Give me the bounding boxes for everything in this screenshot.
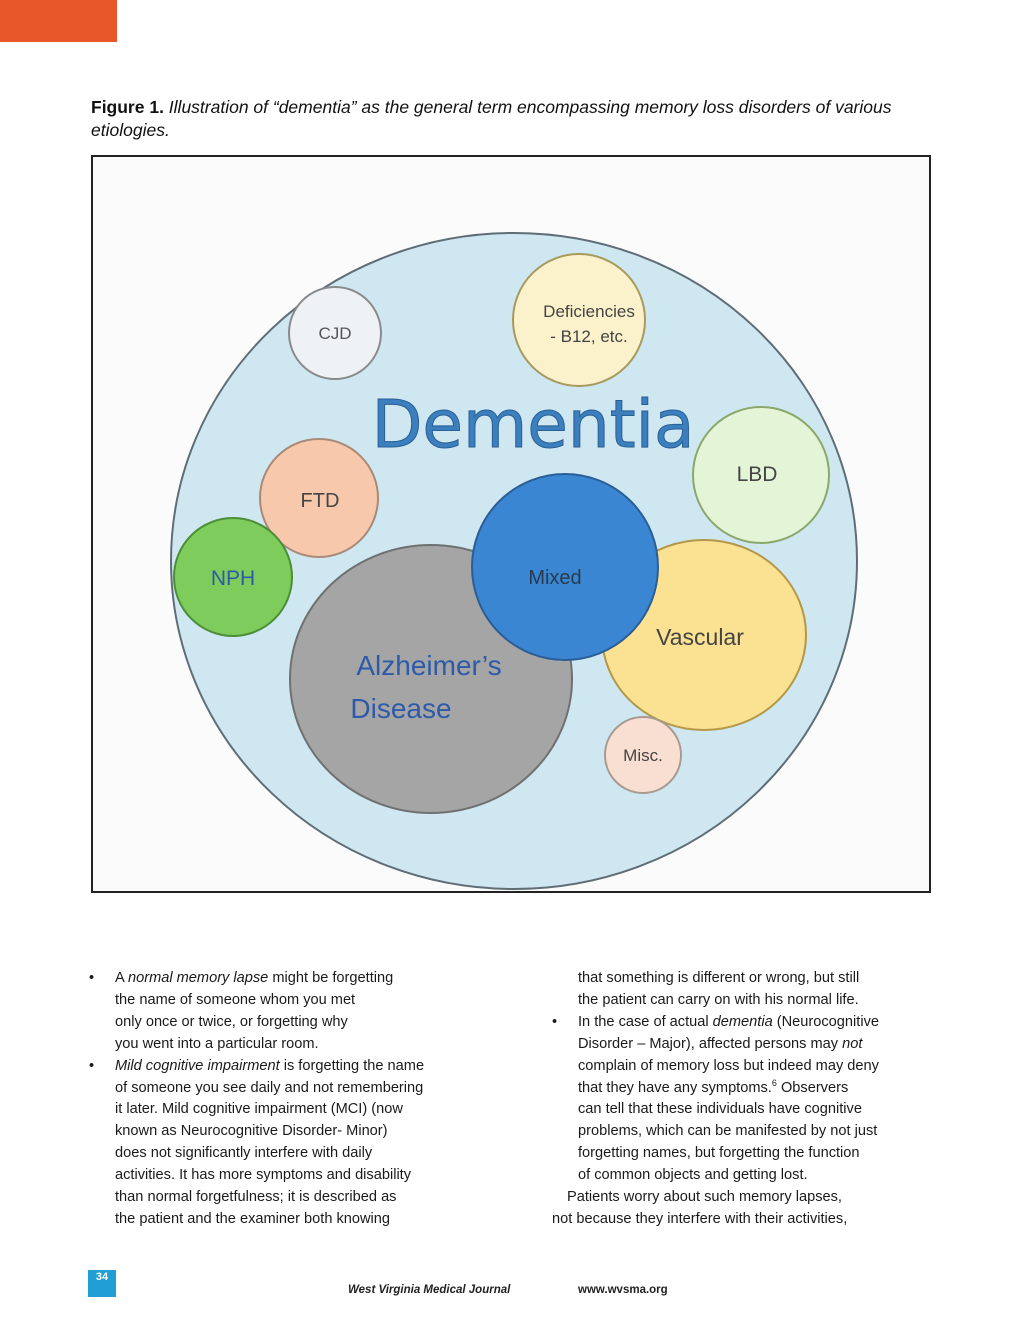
text: A (115, 970, 128, 986)
text-line: that something is different or wrong, bu… (578, 970, 860, 986)
label-lbd: LBD (737, 463, 778, 486)
text: might be forgetting (268, 970, 394, 986)
circle-ftd (259, 438, 379, 558)
bullet-normal-memory-lapse: • A normal memory lapse might be forgett… (88, 968, 488, 1056)
circle-mixed (471, 473, 659, 661)
bullet-dot: • (89, 970, 95, 986)
circle-deficiencies (512, 253, 646, 387)
text-line: of someone you see daily and not remembe… (115, 1079, 424, 1096)
label-deficiencies-2: - B12, etc. (550, 327, 627, 346)
label-vascular: Vascular (656, 624, 744, 650)
text-line: it later. Mild cognitive impairment (MCI… (115, 1101, 403, 1118)
text: In the case of actual (578, 1013, 713, 1030)
paragraph-line: not because they interfere with their ac… (552, 1210, 848, 1227)
bullet-dot: • (89, 1057, 95, 1074)
text-line: you went into a particular room. (115, 1035, 319, 1052)
bullet-mild-cognitive-impairment: • Mild cognitive impairment is forgettin… (88, 1056, 488, 1231)
citation-superscript: 6 (771, 1077, 777, 1088)
text: is forgetting the name (279, 1057, 425, 1074)
text-line: known as Neurocognitive Disorder- Minor) (115, 1123, 388, 1140)
label-nph: NPH (211, 567, 255, 590)
text-line: the patient and the examiner both knowin… (115, 1210, 391, 1227)
label-ftd: FTD (301, 490, 340, 512)
text-line: than normal forgetfulness; it is describ… (115, 1189, 397, 1206)
figure-caption-text: Illustration of “dementia” as the genera… (91, 97, 892, 140)
text-line: complain of memory loss but indeed may d… (578, 1057, 879, 1074)
footer-journal-name: West Virginia Medical Journal (348, 1284, 511, 1296)
footer-url: www.wvsma.org (578, 1284, 668, 1296)
text-line: the name of someone whom you met (115, 991, 356, 1008)
emphasis: dementia (712, 1013, 773, 1030)
figure-caption: Figure 1. Illustration of “dementia” as … (91, 96, 941, 142)
text-line: of common objects and getting lost. (578, 1167, 808, 1184)
emphasis: Mild cognitive impairment (115, 1057, 280, 1074)
circle-lbd (692, 406, 830, 544)
bullet-dot: • (552, 1013, 558, 1030)
text: Disorder – Major), affected persons may (578, 1035, 843, 1052)
text: (Neurocognitive (772, 1013, 879, 1030)
dementia-venn-diagram: Dementia CJD Deficiencies - B12, etc. LB… (170, 232, 858, 890)
text-line: forgetting names, but forgetting the fun… (578, 1145, 860, 1162)
orange-corner-tab (0, 0, 117, 42)
paragraph-line: Patients worry about such memory lapses, (567, 1189, 842, 1206)
right-column: that something is different or wrong, bu… (551, 968, 931, 1231)
dementia-title: Dementia (372, 386, 695, 463)
text: Observers (776, 1079, 849, 1096)
emphasis: normal memory lapse (127, 970, 269, 986)
text-line: only once or twice, or forgetting why (115, 1013, 348, 1030)
text-line: the patient can carry on with his normal… (578, 991, 859, 1008)
label-cjd: CJD (318, 324, 351, 343)
label-deficiencies-1: Deficiencies (543, 302, 635, 321)
label-alzheimers-2: Disease (350, 693, 451, 724)
page-number-badge: 34 (88, 1270, 116, 1297)
text-line: can tell that these individuals have cog… (578, 1101, 862, 1118)
left-column: • A normal memory lapse might be forgett… (88, 968, 488, 1231)
label-alzheimers-1: Alzheimer’s (356, 650, 501, 681)
label-misc: Misc. (623, 746, 663, 765)
text: that they have any symptoms. (578, 1079, 772, 1096)
bullet-dementia: • In the case of actual dementia (Neuroc… (551, 1012, 931, 1187)
text-line: problems, which can be manifested by not… (578, 1123, 878, 1140)
circle-misc (604, 716, 682, 794)
text-line: does not significantly interfere with da… (115, 1145, 373, 1162)
figure-box: Dementia CJD Deficiencies - B12, etc. LB… (91, 155, 931, 893)
label-mixed: Mixed (528, 567, 581, 589)
circle-nph (173, 517, 293, 637)
emphasis: not (842, 1035, 863, 1052)
circle-cjd (288, 286, 382, 380)
figure-label: Figure 1. (91, 97, 164, 117)
text-line: activities. It has more symptoms and dis… (115, 1167, 412, 1184)
